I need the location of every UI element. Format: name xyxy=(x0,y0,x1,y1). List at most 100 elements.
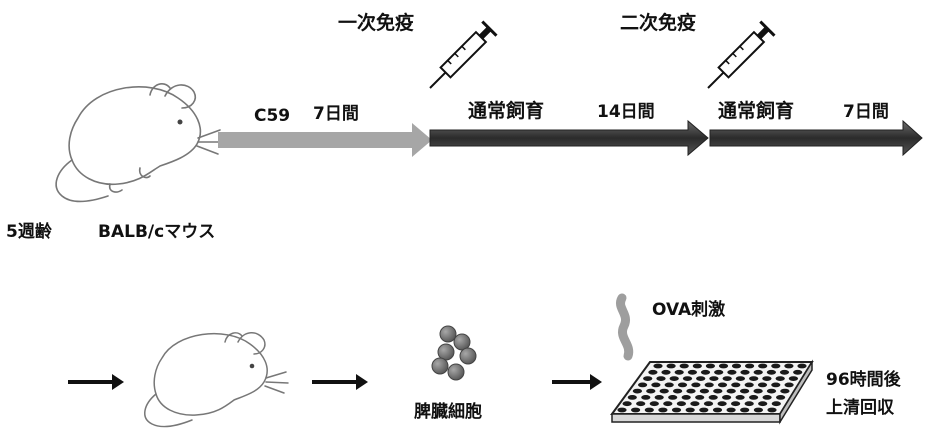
plate-well xyxy=(676,401,687,407)
plate-well xyxy=(718,363,729,369)
plate-well xyxy=(753,369,763,375)
syringe-icon-1 xyxy=(429,20,498,89)
plate-well xyxy=(638,382,648,388)
plate-well xyxy=(674,369,684,375)
plate-well xyxy=(758,401,768,407)
plate-well xyxy=(709,376,719,381)
plate-well xyxy=(726,388,736,394)
segment3-duration-label: 7日間 xyxy=(843,102,889,122)
flow-arrow-3 xyxy=(552,374,602,390)
ova-stimulus-label: OVA刺激 xyxy=(652,300,726,320)
plate-well xyxy=(780,388,790,394)
plate-well xyxy=(726,407,736,413)
mouse-illustration-bottom xyxy=(144,332,289,428)
plate-well xyxy=(713,388,723,394)
plate-well xyxy=(762,395,772,400)
plate-well xyxy=(687,369,698,375)
plate-well xyxy=(656,376,666,381)
plate-well xyxy=(722,376,732,381)
plate-well xyxy=(735,395,745,400)
syringe-icon-2 xyxy=(707,20,776,89)
plate-well xyxy=(661,369,671,375)
plate-well xyxy=(708,395,718,400)
plate-well xyxy=(797,363,807,369)
plate-well xyxy=(632,388,643,394)
mouse-illustration-top xyxy=(55,83,223,203)
plate-well xyxy=(704,382,714,388)
plate-well xyxy=(627,395,637,400)
plate-well xyxy=(649,401,659,407)
plate-well xyxy=(740,407,750,413)
plate-well xyxy=(784,363,794,369)
plate-well xyxy=(753,407,764,413)
plate-well xyxy=(696,376,706,381)
segment1-treatment-label: C59 xyxy=(254,106,291,126)
plate-well xyxy=(654,395,664,400)
normal-housing-arrow-1 xyxy=(429,119,709,157)
plate-well xyxy=(766,388,777,394)
plate-well xyxy=(646,388,656,394)
plate-well xyxy=(757,382,768,388)
plate-well xyxy=(744,382,754,388)
supernatant-collection-label: 上清回収 xyxy=(826,398,894,418)
plate-well xyxy=(671,407,682,413)
well-plate-icon xyxy=(610,359,814,425)
plate-well xyxy=(793,369,803,375)
incubation-time-label: 96時間後 xyxy=(826,370,901,390)
plate-well xyxy=(679,363,689,369)
mouse-age-label: 5週齢 xyxy=(6,222,52,242)
plate-well xyxy=(685,407,695,413)
plate-well xyxy=(722,395,732,400)
plate-well xyxy=(771,401,781,407)
plate-well xyxy=(669,376,679,381)
plate-well xyxy=(744,401,754,407)
plate-well xyxy=(776,395,786,400)
spleen-cells-label: 脾臓細胞 xyxy=(414,402,482,422)
plate-well xyxy=(663,401,673,407)
plate-well xyxy=(682,376,693,381)
plate-well xyxy=(740,369,750,375)
plate-well xyxy=(705,363,716,369)
plate-well xyxy=(668,395,678,400)
plate-well xyxy=(784,382,794,388)
plate-well xyxy=(740,388,750,394)
plate-well xyxy=(692,363,702,369)
plate-well xyxy=(636,401,646,407)
segment2-housing-label: 通常飼育 xyxy=(468,100,545,122)
plate-well xyxy=(771,363,781,369)
plate-well xyxy=(731,401,741,407)
c59-arrow xyxy=(218,123,432,157)
plate-well xyxy=(666,363,676,369)
ova-stimulus-icon xyxy=(616,293,634,361)
plate-well xyxy=(648,369,658,375)
plate-well xyxy=(735,376,746,381)
plate-well xyxy=(727,369,737,375)
plate-well xyxy=(731,363,742,369)
plate-well xyxy=(749,376,759,381)
plate-well xyxy=(673,388,683,394)
plate-well xyxy=(731,382,741,388)
flow-arrow-2 xyxy=(312,374,368,390)
plate-well xyxy=(686,388,696,394)
plate-well xyxy=(749,395,759,400)
plate-well xyxy=(712,407,723,413)
plate-well xyxy=(653,363,663,369)
primary-immunization-label: 一次免疫 xyxy=(338,12,415,34)
plate-well xyxy=(699,407,709,413)
plate-well xyxy=(767,407,777,413)
plate-well xyxy=(758,363,768,369)
plate-well xyxy=(658,407,668,413)
plate-well xyxy=(775,376,785,381)
plate-well xyxy=(651,382,661,388)
mouse-strain-label: BALB/cマウス xyxy=(98,222,216,242)
plate-well xyxy=(677,382,688,388)
plate-well xyxy=(717,401,727,407)
plate-well xyxy=(717,382,728,388)
plate-well xyxy=(644,407,654,413)
plate-well xyxy=(762,376,772,381)
plate-well xyxy=(766,369,777,375)
plate-well xyxy=(690,401,700,407)
plate-well xyxy=(714,369,724,375)
flow-arrow-1 xyxy=(68,374,124,390)
plate-well xyxy=(771,382,781,388)
